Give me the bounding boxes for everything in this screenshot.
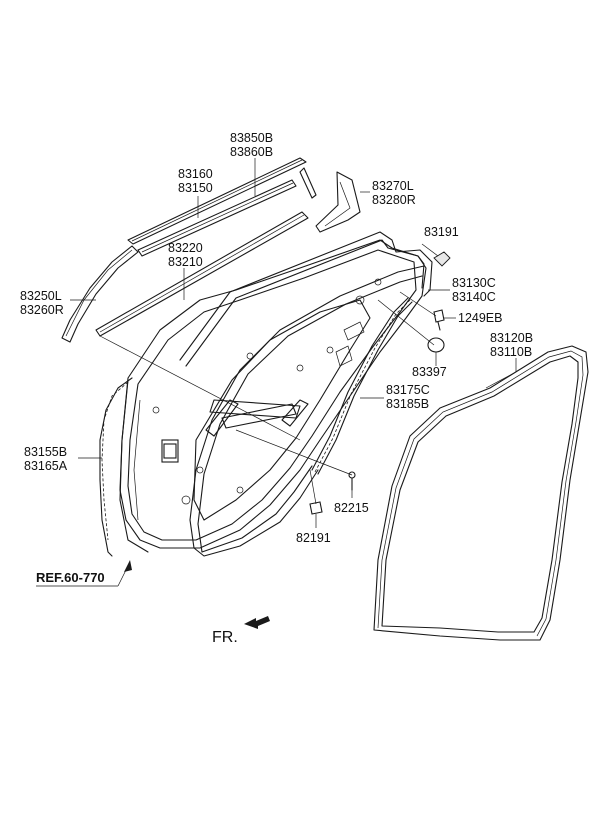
label-83191: 83191 [424, 225, 459, 239]
channel-83250l[interactable] [61, 245, 139, 343]
label-83165a: 83165A [24, 459, 68, 473]
reference-label: REF.60-770 [36, 570, 105, 585]
label-82191: 82191 [296, 531, 331, 545]
label-83270l: 83270L [372, 179, 414, 193]
bolt-1249eb[interactable] [433, 309, 445, 331]
weatherstrip-83160[interactable] [137, 179, 297, 257]
label-1249eb: 1249EB [458, 311, 502, 325]
label-83155b: 83155B [24, 445, 67, 459]
door-frame-strip-83130c[interactable] [179, 231, 433, 367]
label-83120b: 83120B [490, 331, 533, 345]
label-83175c: 83175C [386, 383, 430, 397]
edge-seal-83175c[interactable] [311, 297, 413, 475]
label-83160: 83160 [178, 167, 213, 181]
direction-indicator: FR. [212, 616, 270, 646]
label-83250l: 83250L [20, 289, 62, 303]
label-83280r: 83280R [372, 193, 416, 207]
label-83860b: 83860B [230, 145, 273, 159]
label-83210: 83210 [168, 255, 203, 269]
plug-83397[interactable] [427, 337, 445, 353]
reference-arrow-icon [124, 560, 132, 572]
direction-label: FR. [212, 629, 238, 646]
label-83110b: 83110B [490, 345, 532, 359]
delta-moulding-83270l[interactable] [315, 171, 361, 233]
weatherstrip-83220[interactable] [95, 211, 309, 337]
clip-82215[interactable] [348, 471, 356, 491]
front-arrow-icon [244, 616, 270, 629]
label-83130c: 83130C [452, 276, 496, 290]
door-panel[interactable] [119, 239, 427, 553]
label-83397: 83397 [412, 365, 447, 379]
belt-moulding-83850b[interactable] [127, 157, 317, 245]
plug-82191[interactable] [309, 501, 323, 515]
door-seal-inner[interactable] [189, 265, 425, 557]
label-82215: 82215 [334, 501, 369, 515]
opening-weatherstrip-83120b[interactable] [373, 345, 589, 641]
label-83185b: 83185B [386, 397, 429, 411]
label-83850b: 83850B [230, 131, 273, 145]
label-83220: 83220 [168, 241, 203, 255]
reference-callout[interactable]: REF.60-770 [36, 560, 132, 587]
hinge-seal-83155b[interactable] [99, 377, 133, 557]
label-83260r: 83260R [20, 303, 64, 317]
label-83140c: 83140C [452, 290, 496, 304]
label-83150: 83150 [178, 181, 213, 195]
plug-83191[interactable] [433, 251, 451, 267]
